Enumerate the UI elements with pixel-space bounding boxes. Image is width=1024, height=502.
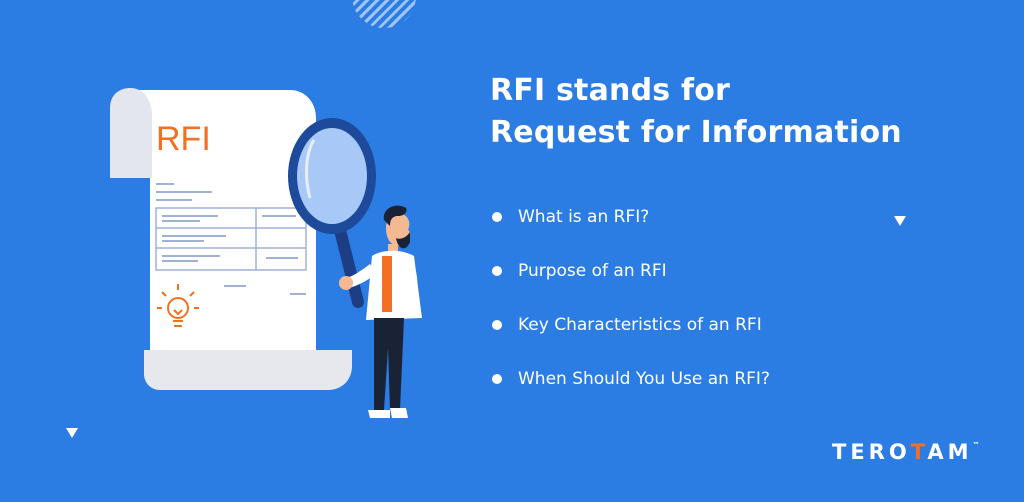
logo-text-part3: AM xyxy=(927,440,973,464)
terotam-logo: TEROTAM™ xyxy=(832,440,980,464)
topic-list: What is an RFI? Purpose of an RFI Key Ch… xyxy=(492,190,770,406)
page-title: RFI stands for Request for Information xyxy=(490,70,902,154)
bullet-icon xyxy=(492,374,502,384)
magnifying-glass-icon xyxy=(288,118,376,308)
document-icon: RFI xyxy=(110,88,352,390)
striped-circle-decoration xyxy=(352,0,416,28)
list-item: When Should You Use an RFI? xyxy=(492,352,770,406)
bullet-icon xyxy=(492,266,502,276)
triangle-decoration xyxy=(894,216,906,226)
list-item: What is an RFI? xyxy=(492,190,770,244)
document-rfi-label: RFI xyxy=(156,120,211,158)
topic-label: Key Characteristics of an RFI xyxy=(518,315,762,335)
bullet-icon xyxy=(492,320,502,330)
logo-text-part1: TERO xyxy=(832,440,911,464)
title-line-1: RFI stands for xyxy=(490,73,731,108)
trademark-symbol: ™ xyxy=(972,441,980,449)
bullet-icon xyxy=(492,212,502,222)
rfi-illustration: RFI xyxy=(110,88,422,418)
list-item: Key Characteristics of an RFI xyxy=(492,298,770,352)
triangle-decoration xyxy=(66,428,78,438)
title-line-2: Request for Information xyxy=(490,115,902,150)
logo-accent-letter: T xyxy=(910,440,928,464)
person-figure xyxy=(339,205,422,418)
topic-label: When Should You Use an RFI? xyxy=(518,369,770,389)
lightbulb-icon xyxy=(157,284,199,327)
list-item: Purpose of an RFI xyxy=(492,244,770,298)
topic-label: What is an RFI? xyxy=(518,207,650,227)
topic-label: Purpose of an RFI xyxy=(518,261,667,281)
